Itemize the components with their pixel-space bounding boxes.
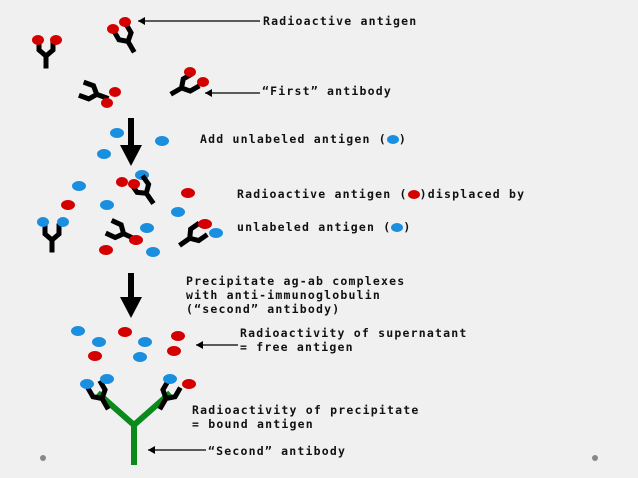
label-radioactive-antigen: Radioactive antigen	[263, 14, 418, 28]
unlabeled-antigen-icon-2	[391, 223, 404, 232]
radioactive-antigen-icon	[407, 190, 420, 199]
displaced-close: )displaced by	[419, 187, 526, 201]
add-unlabeled-close: )	[398, 132, 407, 146]
label-precipitate-radio-2: = bound antigen	[192, 417, 314, 431]
free-antigen-dots	[71, 326, 185, 362]
left-antibody	[32, 35, 62, 66]
label-precipitate-3: (“second” antibody)	[186, 302, 341, 316]
label-precipitate-2: with anti-immunoglobulin	[186, 288, 381, 302]
label-displaced: Radioactive antigen ( )displaced by	[237, 188, 525, 201]
down-arrow-2	[120, 273, 142, 318]
label-second-antibody: “Second” antibody	[208, 444, 347, 458]
add-unlabeled-text: Add unlabeled antigen (	[200, 132, 387, 146]
label-add-unlabeled: Add unlabeled antigen ()	[200, 133, 407, 146]
label-precipitate-radio-1: Radioactivity of precipitate	[192, 403, 420, 417]
first-antibody-left	[81, 83, 121, 108]
label-supernatant-2: = free antigen	[240, 340, 354, 354]
unlabeled-close: )	[403, 220, 412, 234]
displaced-text: Radioactive antigen (	[237, 187, 408, 201]
unlabeled-text: unlabeled antigen (	[237, 220, 392, 234]
label-supernatant-1: Radioactivity of supernatant	[240, 326, 468, 340]
unlabeled-antigen-dots-1	[97, 128, 169, 159]
slide-corner-dot-right	[592, 455, 598, 461]
label-precipitate-1: Precipitate ag-ab complexes	[186, 274, 406, 288]
label-first-antibody: “First” antibody	[262, 84, 392, 98]
label-unlabeled: unlabeled antigen ()	[237, 221, 411, 234]
first-antibody-right	[169, 67, 209, 99]
second-antibody-complex	[80, 374, 196, 465]
down-arrow-1	[120, 118, 142, 166]
top-antibody-complex	[107, 17, 139, 54]
slide-corner-dot-left	[40, 455, 46, 461]
unlabeled-antigen-icon	[386, 135, 399, 144]
mixture-stage	[37, 170, 223, 257]
